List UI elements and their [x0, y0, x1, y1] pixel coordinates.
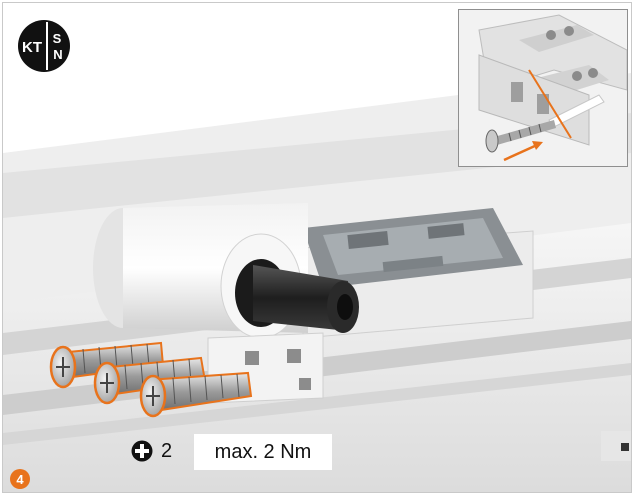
- screwdriver-indicator: 2: [131, 440, 172, 462]
- torque-label: max. 2 Nm: [194, 434, 332, 470]
- direction-arrow-head: [532, 141, 543, 150]
- alignment-line: [528, 69, 572, 139]
- screw-detail-illustration: [459, 10, 627, 166]
- screw-3: [139, 371, 253, 418]
- direction-arrow: [503, 143, 538, 162]
- screwdriver-size: 2: [161, 440, 173, 462]
- logo-kt-text: KT: [22, 39, 42, 56]
- phillips-screwdriver-icon: [131, 440, 153, 462]
- detail-screw: [485, 120, 556, 153]
- logo-s-text: S: [53, 31, 62, 46]
- step-number: 4: [16, 471, 24, 487]
- hinge-assembly-illustration: [3, 73, 631, 492]
- kt-sn-logo-icon: KT S N: [18, 20, 70, 72]
- detail-inset: [458, 9, 628, 167]
- step-number-badge: 4: [10, 469, 30, 489]
- logo-n-text: N: [53, 47, 62, 62]
- screw-1: [49, 341, 165, 389]
- hinge-pin: [253, 265, 348, 331]
- torque-value: max. 2 Nm: [214, 440, 312, 463]
